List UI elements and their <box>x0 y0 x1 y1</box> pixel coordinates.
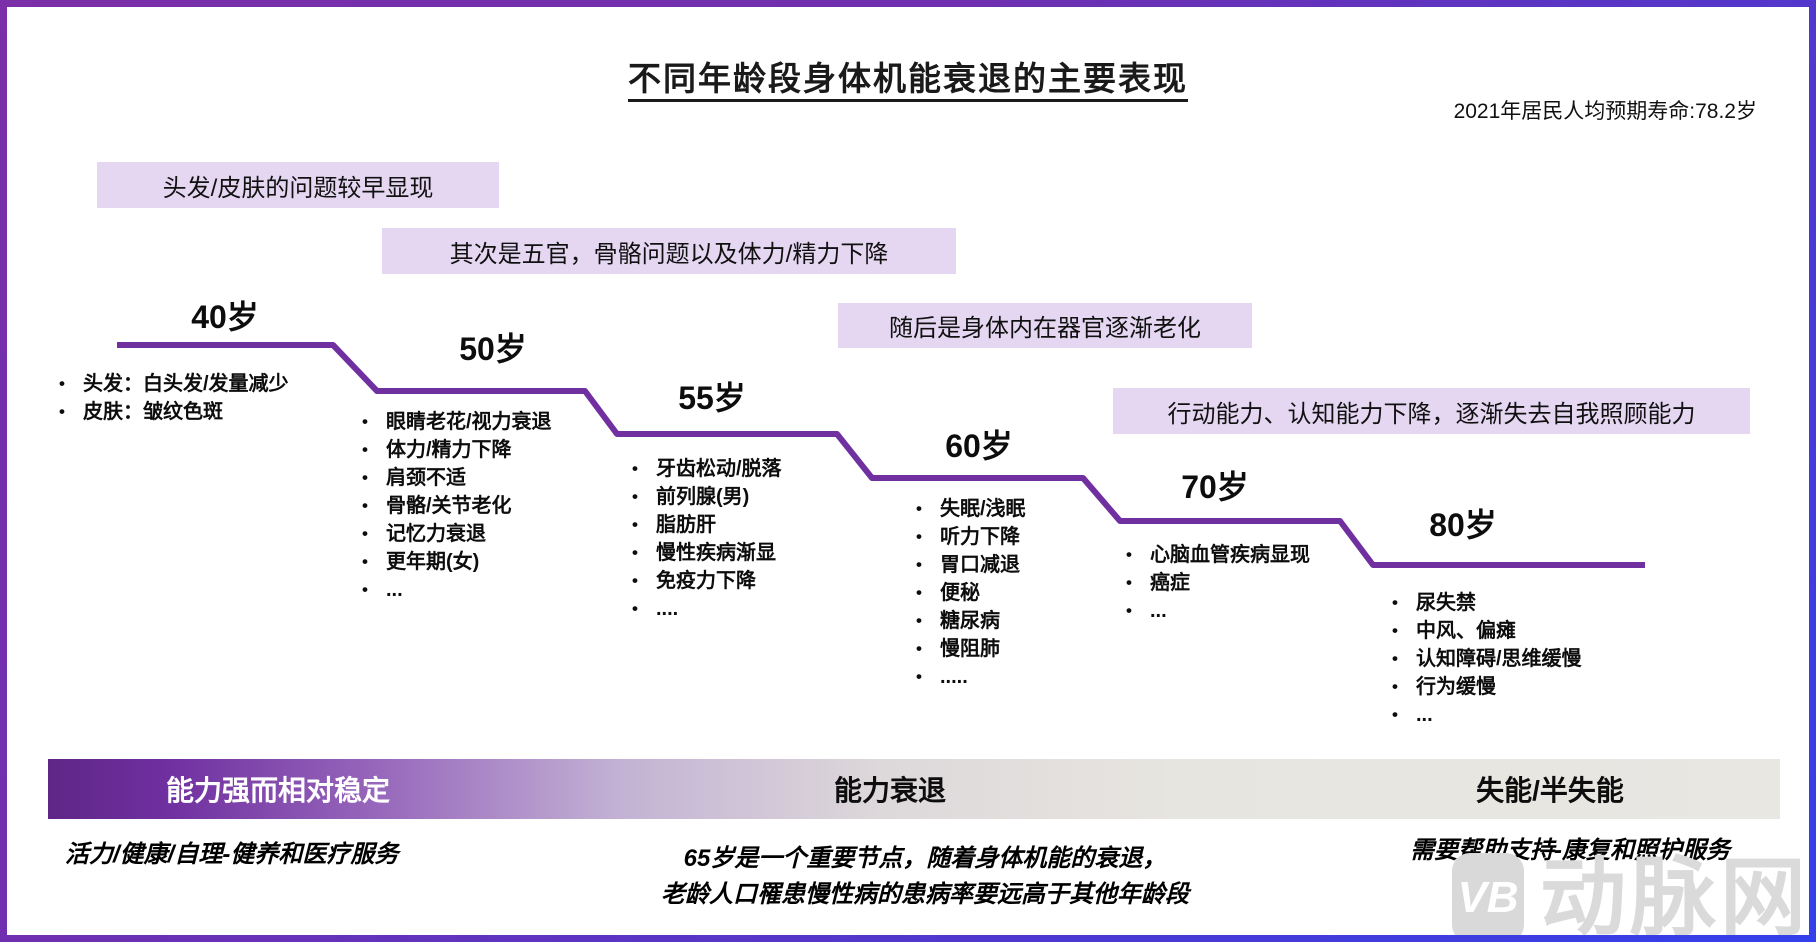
phase-label-stable: 能力强而相对稳定 <box>165 775 390 806</box>
symptom-list-40: 头发：白头发/发量减少 皮肤：皱纹色斑 <box>55 370 289 426</box>
watermark: VB 动脉网 <box>1452 853 1809 935</box>
symptom-list-70: 心脑血管疾病显现 癌症 ... <box>1122 541 1310 625</box>
symptom-item: ... <box>1388 701 1582 729</box>
symptom-item: 体力/精力下降 <box>358 436 552 464</box>
symptom-item: 失眠/浅眠 <box>912 495 1026 523</box>
symptom-item: 眼睛老花/视力衰退 <box>358 408 552 436</box>
symptom-item: 慢性疾病渐显 <box>628 539 782 567</box>
decline-step-line <box>117 342 1645 568</box>
callout-mobility-cognition: 行动能力、认知能力下降，逐渐失去自我照顾能力 <box>1113 388 1750 434</box>
infographic-canvas: 不同年龄段身体机能衰退的主要表现 2021年居民人均预期寿命:78.2岁 头发/… <box>7 7 1809 935</box>
symptom-item: 行为缓慢 <box>1388 673 1582 701</box>
age-label-60: 60岁 <box>945 428 1013 464</box>
symptom-list-55: 牙齿松动/脱落 前列腺(男) 脂肪肝 慢性疾病渐显 免疫力下降 .... <box>628 455 782 623</box>
symptom-item: 免疫力下降 <box>628 567 782 595</box>
phase-label-decline: 能力衰退 <box>833 775 946 806</box>
symptom-item: 脂肪肝 <box>628 511 782 539</box>
symptom-item: 肩颈不适 <box>358 464 552 492</box>
phase-description-decline-line1: 65岁是一个重要节点，随着身体机能的衰退， <box>683 845 1167 872</box>
symptom-item: 尿失禁 <box>1388 589 1582 617</box>
phase-description-decline: 65岁是一个重要节点，随着身体机能的衰退， 老龄人口罹患慢性病的患病率要远高于其… <box>600 841 1250 913</box>
age-label-40: 40岁 <box>191 299 259 335</box>
symptom-item: 骨骼/关节老化 <box>358 492 552 520</box>
symptom-list-60: 失眠/浅眠 听力下降 胃口减退 便秘 糖尿病 慢阻肺 ..... <box>912 495 1026 691</box>
symptom-item: 心脑血管疾病显现 <box>1122 541 1310 569</box>
symptom-item: 牙齿松动/脱落 <box>628 455 782 483</box>
life-expectancy-note: 2021年居民人均预期寿命:78.2岁 <box>1453 100 1757 123</box>
age-label-70: 70岁 <box>1181 469 1249 505</box>
page-title: 不同年龄段身体机能衰退的主要表现 <box>628 60 1188 97</box>
phase-label-disabled: 失能/半失能 <box>1476 775 1624 806</box>
symptom-item: 胃口减退 <box>912 551 1026 579</box>
callout-senses-bones-text: 其次是五官，骨骼问题以及体力/精力下降 <box>449 240 889 268</box>
symptom-item: ... <box>358 576 552 604</box>
watermark-logo-icon: VB <box>1452 853 1524 935</box>
symptom-item: 认知障碍/思维缓慢 <box>1388 645 1582 673</box>
symptom-list-80: 尿失禁 中风、偏瘫 认知障碍/思维缓慢 行为缓慢 ... <box>1388 589 1582 729</box>
symptom-item: 中风、偏瘫 <box>1388 617 1582 645</box>
age-label-55: 55岁 <box>678 380 746 416</box>
symptom-list-50: 眼睛老花/视力衰退 体力/精力下降 肩颈不适 骨骼/关节老化 记忆力衰退 更年期… <box>358 408 552 604</box>
symptom-item: 癌症 <box>1122 569 1310 597</box>
phase-description-decline-line2: 老龄人口罹患慢性病的患病率要远高于其他年龄段 <box>661 881 1189 908</box>
symptom-item: 前列腺(男) <box>628 483 782 511</box>
symptom-item: .... <box>628 595 782 623</box>
symptom-item: 更年期(女) <box>358 548 552 576</box>
symptom-item: 糖尿病 <box>912 607 1026 635</box>
symptom-item: 慢阻肺 <box>912 635 1026 663</box>
callout-mobility-cognition-text: 行动能力、认知能力下降，逐渐失去自我照顾能力 <box>1167 400 1696 428</box>
symptom-item: 记忆力衰退 <box>358 520 552 548</box>
symptom-item: 便秘 <box>912 579 1026 607</box>
symptom-item: ... <box>1122 597 1310 625</box>
symptom-item: 听力下降 <box>912 523 1026 551</box>
callout-senses-bones: 其次是五官，骨骼问题以及体力/精力下降 <box>382 228 956 274</box>
callout-internal-organs: 随后是身体内在器官逐渐老化 <box>838 303 1252 348</box>
age-label-50: 50岁 <box>459 331 527 367</box>
callout-internal-organs-text: 随后是身体内在器官逐渐老化 <box>889 315 1201 342</box>
phase-gradient-bar: 能力强而相对稳定 能力衰退 失能/半失能 <box>48 759 1780 819</box>
callout-hair-skin: 头发/皮肤的问题较早显现 <box>97 162 499 208</box>
symptom-item: ..... <box>912 663 1026 691</box>
watermark-brand-text: 动脉网 <box>1540 850 1809 935</box>
symptom-item: 皮肤：皱纹色斑 <box>55 398 289 426</box>
phase-description-stable: 活力/健康/自理-健养和医疗服务 <box>65 841 399 868</box>
callout-hair-skin-text: 头发/皮肤的问题较早显现 <box>162 174 434 202</box>
age-label-80: 80岁 <box>1429 507 1497 543</box>
symptom-item: 头发：白头发/发量减少 <box>55 370 289 398</box>
